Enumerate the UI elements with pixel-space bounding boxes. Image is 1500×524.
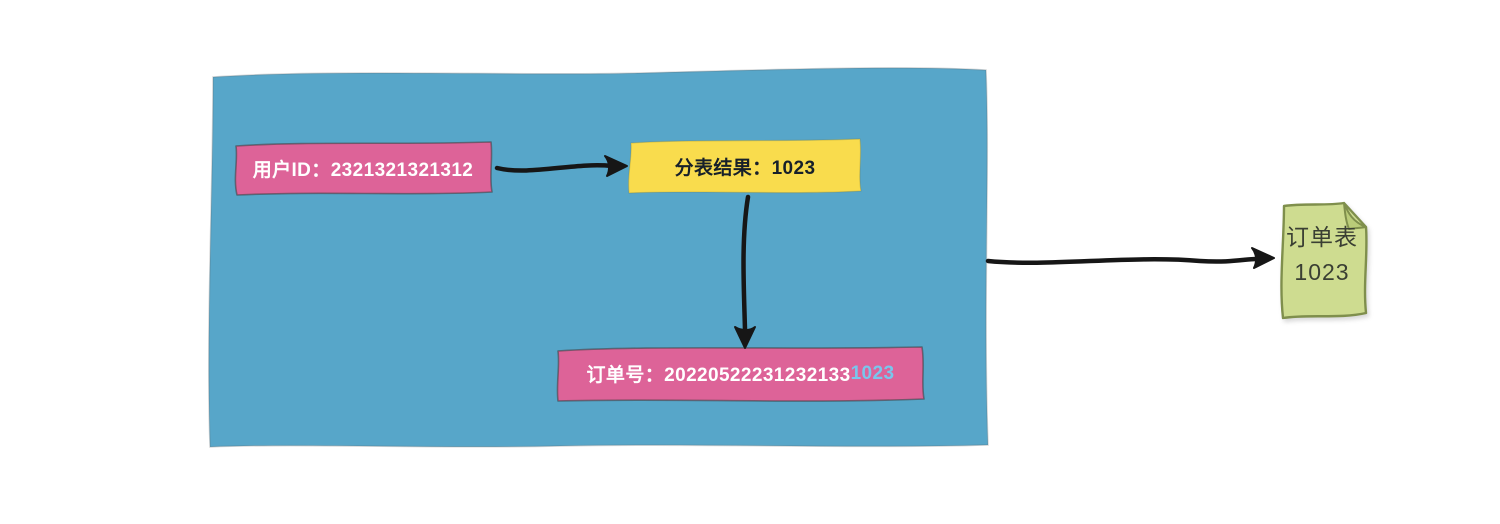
shard-result-text: 分表结果：1023	[674, 158, 816, 179]
note-page-shape	[1280, 201, 1368, 320]
user-id-box	[234, 141, 493, 196]
shard-result-label: 分表结果：1023	[628, 140, 862, 193]
order-table-label: 订单表 1023	[1276, 220, 1368, 290]
order-table-number-text: 1023	[1294, 259, 1350, 285]
arrow-shard-to-orderno	[734, 194, 756, 349]
arrow-userid-to-shard	[494, 155, 628, 177]
order-no-box	[556, 346, 925, 402]
order-table-name-text: 订单表	[1286, 224, 1358, 250]
note-folded-corner-icon	[1343, 202, 1367, 230]
order-table-note	[1280, 201, 1368, 320]
arrow-container-to-table	[985, 247, 1275, 269]
arrowhead-down-icon	[734, 326, 756, 349]
order-no-prefix-text: 订单号：20220522231232133	[586, 365, 851, 386]
shard-result-box	[627, 138, 862, 194]
user-id-label: 用户ID：2321321321312	[233, 142, 493, 194]
order-no-shard-suffix-text: 1023	[850, 362, 895, 384]
arrowhead-right-icon	[1251, 247, 1275, 269]
arrowhead-right-icon	[604, 155, 628, 177]
user-id-text: 用户ID：2321321321312	[252, 159, 474, 181]
